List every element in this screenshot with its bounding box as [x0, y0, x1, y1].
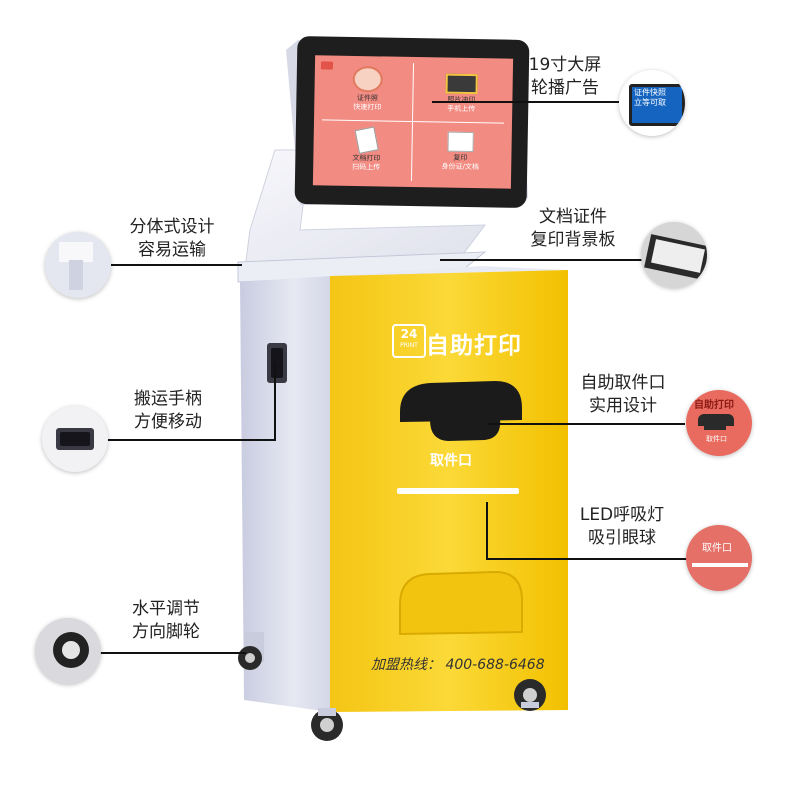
led-light-thumbnail: 取件口 — [686, 525, 752, 591]
copy-board-thumbnail — [641, 222, 707, 288]
leader-line — [111, 264, 242, 266]
leader-line — [440, 259, 645, 261]
callout-screen: 19寸大屏 轮播广告 — [528, 55, 602, 98]
leader-line — [100, 652, 246, 654]
screen-tile[interactable]: 复印 身份证/文档 — [415, 125, 506, 185]
screen-tile[interactable]: 证件照 快速打印 — [324, 61, 411, 118]
leader-line — [486, 502, 488, 560]
callout-handle: 搬运手柄 方便移动 — [134, 389, 202, 432]
callout-pickup-slot: 自助取件口 实用设计 — [580, 373, 666, 416]
document-icon — [354, 126, 379, 154]
callout-split-design: 分体式设计 容易运输 — [129, 217, 215, 260]
leader-line — [488, 423, 685, 425]
screen-tile[interactable]: 文档打印 扫码上传 — [323, 123, 410, 182]
caster-wheel-thumbnail — [35, 618, 101, 684]
leader-line — [100, 439, 276, 441]
monitor-screen: 证件照 快速打印 照片冲印 手机上传 文档打印 扫码上传 复印 身份证/文档 — [312, 55, 514, 189]
pickup-slot-thumbnail: 自助打印 取件口 — [686, 390, 752, 456]
pickup-slot-label: 取件口 — [430, 453, 472, 469]
callout-caster: 水平调节 方向脚轮 — [132, 599, 200, 642]
pickup-slot — [400, 381, 522, 422]
cabinet-side — [240, 276, 330, 712]
callout-led: LED呼吸灯 吸引眼球 — [579, 505, 665, 548]
brand-name: 自助打印 — [426, 333, 522, 359]
screen-tile[interactable]: 照片冲印 手机上传 — [416, 63, 507, 121]
copier-icon — [447, 131, 474, 153]
led-strip — [397, 488, 519, 494]
leader-line — [274, 362, 276, 441]
brand-badge: 24 PRINT — [392, 324, 426, 358]
hotline-text: 加盟热线： 400-688-6468 — [371, 657, 545, 673]
handle-thumbnail — [42, 406, 108, 472]
split-design-thumbnail — [45, 232, 111, 298]
photos-icon — [445, 73, 478, 95]
screen-detail-thumbnail: 证件快照 立等可取 — [619, 70, 685, 136]
leader-line — [486, 558, 690, 560]
leader-line — [432, 101, 619, 103]
callout-copy-board: 文档证件 复印背景板 — [530, 207, 616, 250]
photo-icon — [352, 65, 383, 93]
lower-opening — [399, 570, 523, 636]
